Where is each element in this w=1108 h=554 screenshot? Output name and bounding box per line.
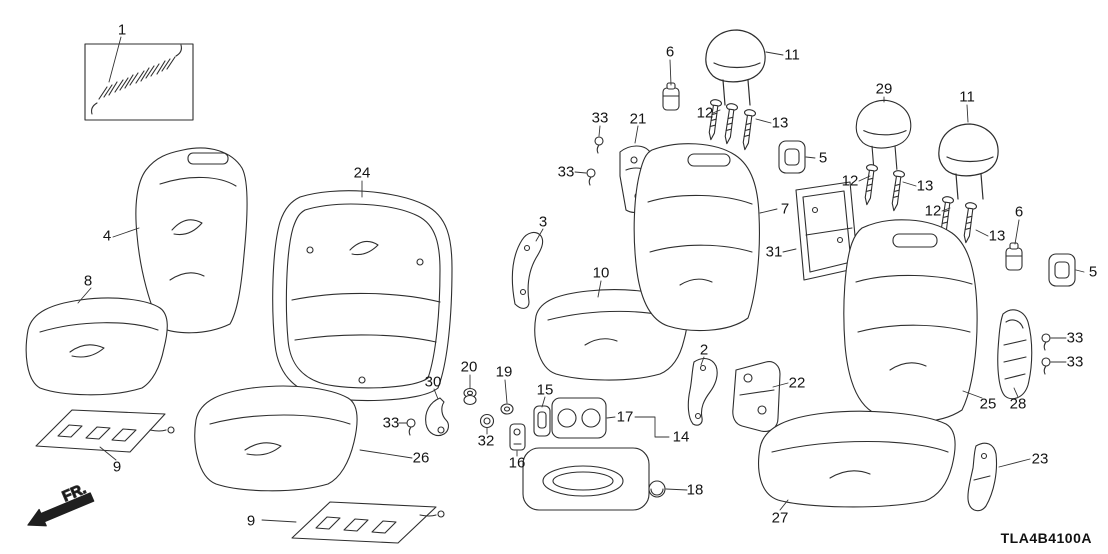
part-27-seat-cushion-right [758, 410, 956, 508]
part-6-headrest-guide-right [1005, 242, 1023, 271]
part-5-cover-right [1048, 253, 1076, 287]
part-7-seat-back-center [633, 143, 760, 332]
part-11-headrest-right [938, 123, 999, 200]
part-16-lock-plate [509, 423, 526, 451]
part-33-clip-e [1041, 357, 1051, 375]
fr-arrow: FR. [27, 480, 95, 527]
part-30-hook [425, 397, 449, 437]
part-33-clip-d [1041, 333, 1051, 351]
part-1-spring-box [84, 43, 194, 121]
part-17-cup-holder [551, 397, 607, 439]
diagram-code: TLA4B4100A [1000, 530, 1092, 546]
part-22-recliner-bracket [732, 361, 781, 432]
part-6-headrest-guide-left [662, 82, 680, 111]
part-9-seat-heater-bottom [291, 501, 445, 544]
part-14-armrest [522, 447, 650, 511]
part-26-seat-cushion-center [194, 385, 358, 492]
part-15-striker [533, 405, 551, 437]
part-33-clip-a [406, 418, 416, 436]
part-13-bolt-right-a [887, 169, 906, 212]
part-5-cover-left [778, 140, 806, 174]
part-9-seat-heater-left [35, 409, 175, 453]
part-2-bracket [687, 357, 718, 426]
part-20-bushing [463, 387, 477, 406]
leader-lines [77, 36, 1085, 523]
part-8-seat-cushion-left [25, 297, 168, 396]
part-29-headrest-center [855, 99, 912, 170]
part-12-bolt-left-b [720, 102, 739, 145]
part-4-seat-back-left [135, 147, 248, 334]
part-24-seat-back-frame [272, 190, 453, 402]
part-28-side-trim [997, 309, 1033, 400]
part-25-seat-back-right [843, 219, 978, 423]
part-13-bolt-right-b [959, 201, 978, 244]
part-12-bolt-left-a [704, 98, 723, 141]
part-11-headrest-left [705, 29, 766, 106]
part-23-side-garnish [967, 442, 998, 512]
part-19-bushing [500, 403, 514, 415]
part-33-clip-b [594, 136, 604, 154]
part-3-side-bracket [511, 231, 544, 309]
part-13-bolt-left [738, 108, 757, 151]
part-12-bolt-right-a [860, 163, 879, 206]
part-33-clip-c [586, 168, 596, 186]
part-18-clip [648, 480, 666, 498]
part-32-washer [479, 413, 495, 429]
